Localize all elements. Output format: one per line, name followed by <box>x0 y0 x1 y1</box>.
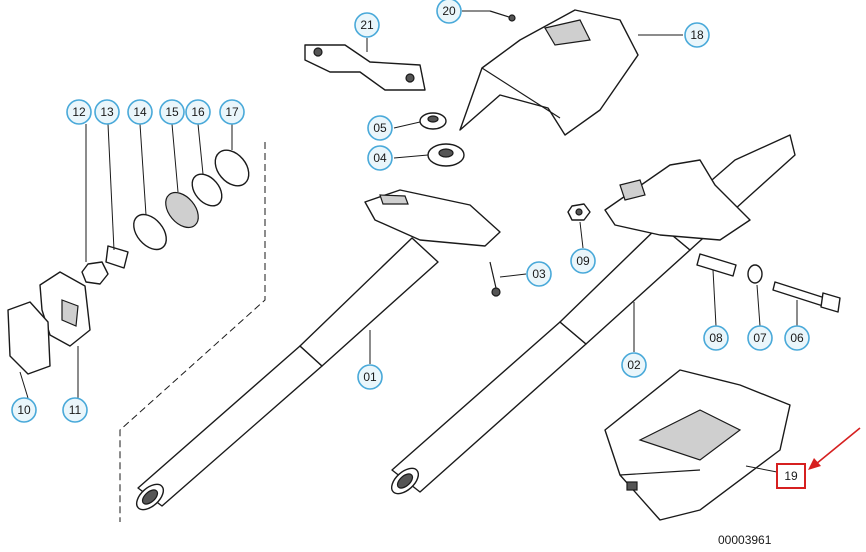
callout-03: 03 <box>526 261 552 287</box>
part-20-screw <box>489 10 516 22</box>
part-10-plate <box>7 301 51 375</box>
callout-08: 08 <box>703 325 729 351</box>
part-02-column-tube <box>390 134 796 495</box>
part-07-washer <box>747 264 763 284</box>
svg-text:06: 06 <box>790 331 804 345</box>
part-01-column-tube <box>135 189 501 511</box>
part-08-spacer <box>696 253 737 277</box>
callout-09: 09 <box>570 248 596 274</box>
callout-19-highlighted: 19 <box>776 463 806 489</box>
svg-text:01: 01 <box>363 370 377 384</box>
svg-text:18: 18 <box>690 28 704 42</box>
assembly-outline <box>119 142 266 522</box>
part-16-ring <box>191 173 223 207</box>
part-11-switch-housing <box>39 271 91 347</box>
part-03-screw <box>489 261 501 297</box>
svg-text:11: 11 <box>69 403 82 417</box>
callout-05: 05 <box>367 115 393 141</box>
svg-text:17: 17 <box>225 105 239 119</box>
callout-06: 06 <box>784 325 810 351</box>
svg-text:03: 03 <box>532 267 546 281</box>
svg-text:16: 16 <box>191 105 205 119</box>
document-number: 00003961 <box>718 533 772 547</box>
callout-16: 16 <box>185 99 211 125</box>
callout-01: 01 <box>357 364 383 390</box>
svg-text:20: 20 <box>442 4 456 18</box>
part-18-upper-cover <box>459 9 639 136</box>
svg-text:07: 07 <box>753 331 767 345</box>
part-19-lower-cover <box>604 369 791 521</box>
part-17-ring <box>214 149 250 187</box>
part-04-bushing <box>427 143 465 167</box>
part-12-nut <box>81 261 109 285</box>
part-06-bolt <box>772 281 841 313</box>
svg-text:15: 15 <box>165 105 179 119</box>
part-14-ring <box>133 213 167 251</box>
callout-15: 15 <box>159 99 185 125</box>
callout-14: 14 <box>127 99 153 125</box>
callout-20: 20 <box>436 0 462 24</box>
svg-text:12: 12 <box>72 105 86 119</box>
svg-text:19: 19 <box>784 469 798 483</box>
part-21-bracket <box>304 44 426 91</box>
svg-text:14: 14 <box>133 105 147 119</box>
svg-text:08: 08 <box>709 331 723 345</box>
svg-text:04: 04 <box>373 151 387 165</box>
callout-12: 12 <box>66 99 92 125</box>
svg-text:13: 13 <box>100 105 114 119</box>
callout-21: 21 <box>354 12 380 38</box>
callout-17: 17 <box>219 99 245 125</box>
callout-02: 02 <box>621 352 647 378</box>
callout-18: 18 <box>684 22 710 48</box>
callout-04: 04 <box>367 145 393 171</box>
leader-lines <box>19 10 798 473</box>
callout-13: 13 <box>94 99 120 125</box>
callout-07: 07 <box>747 325 773 351</box>
callout-11: 11 <box>62 397 88 423</box>
part-05-grommet <box>419 112 447 130</box>
callout-10: 10 <box>11 397 37 423</box>
svg-text:09: 09 <box>576 254 590 268</box>
svg-text:02: 02 <box>627 358 641 372</box>
svg-text:10: 10 <box>17 403 31 417</box>
svg-text:05: 05 <box>373 121 387 135</box>
highlight-arrow <box>808 427 861 470</box>
part-15-gear-ring <box>165 191 199 229</box>
part-09-nut <box>567 203 591 221</box>
part-13-clip <box>105 245 129 269</box>
svg-text:21: 21 <box>360 18 374 32</box>
